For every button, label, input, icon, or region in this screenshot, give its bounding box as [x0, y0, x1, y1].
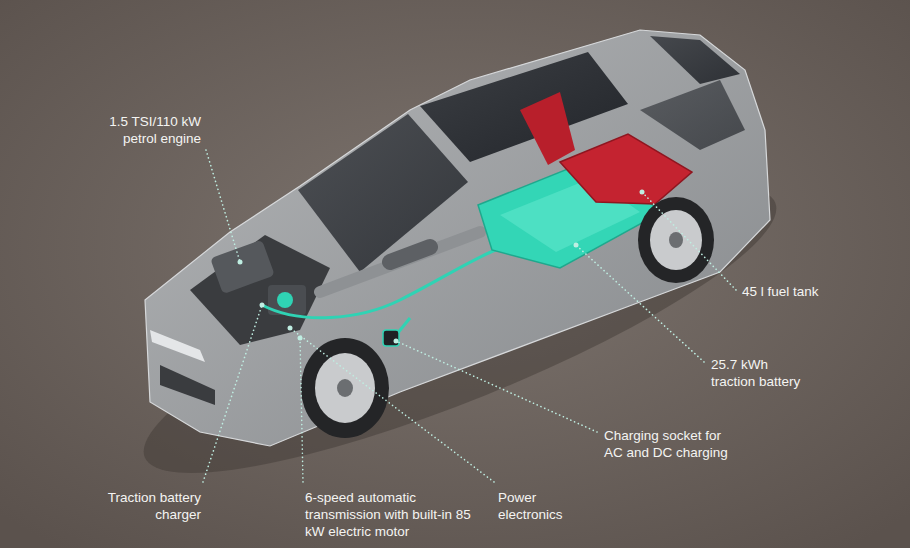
leader-line	[642, 192, 736, 290]
hv-cable	[262, 248, 500, 318]
leader-dot	[288, 326, 293, 331]
callout-label: 6-speed automatic transmission with buil…	[305, 489, 483, 540]
rim	[650, 210, 702, 270]
charging-socket	[383, 330, 399, 346]
callout-label: 45 l fuel tank	[742, 283, 892, 300]
electric-motor	[277, 292, 293, 308]
hub	[337, 379, 353, 397]
leader-dot	[574, 243, 579, 248]
leader-line	[203, 305, 262, 482]
wheel	[301, 338, 389, 438]
grille	[160, 365, 215, 405]
callout-label: 1.5 TSI/110 kW petrol engine	[95, 113, 201, 147]
engine	[210, 240, 275, 295]
leader-dots	[238, 190, 645, 344]
leader-line	[206, 150, 240, 262]
leader-dot	[238, 260, 243, 265]
headlight	[150, 330, 205, 362]
callout-label: Charging socket for AC and DC charging	[604, 427, 742, 461]
engine-bay	[190, 235, 330, 345]
leader-line	[396, 341, 597, 432]
side-window	[640, 80, 745, 150]
callout-label: Traction battery charger	[91, 489, 201, 523]
callout-label: Power electronics	[498, 489, 583, 523]
rear-subframe	[520, 92, 575, 165]
leader-dot	[394, 339, 399, 344]
leader-dot	[640, 190, 645, 195]
wheel	[638, 197, 714, 283]
callout-label: 25.7 kWh traction battery	[711, 356, 806, 390]
leader-line	[290, 328, 494, 482]
leader-line	[576, 245, 704, 362]
leader-dot	[260, 303, 265, 308]
rim	[315, 353, 375, 423]
rear-window	[650, 36, 740, 84]
leader-line	[300, 338, 303, 482]
leader-dot	[298, 336, 303, 341]
glass-roof	[420, 52, 628, 162]
car-body	[145, 30, 770, 446]
fuel-tank	[560, 134, 692, 204]
silencer	[390, 247, 430, 262]
exhaust-pipe	[320, 232, 480, 292]
hub	[669, 232, 683, 248]
